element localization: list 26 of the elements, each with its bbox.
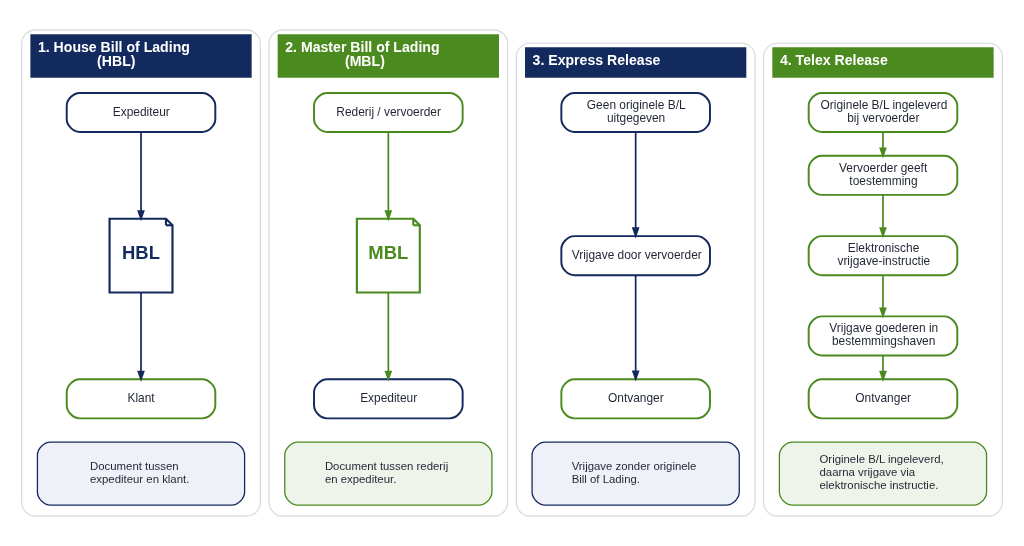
node-box: Originele B/L ingeleverd bij vervoerder: [807, 91, 959, 133]
node-box: Vrijgave door vervoerder: [560, 235, 711, 277]
node-box: Rederij / vervoerder: [313, 91, 464, 133]
arrow: [879, 274, 887, 319]
node-box: Document tussen expediteur en klant.: [36, 441, 246, 506]
node-box: Klant: [65, 378, 217, 420]
arrow: [879, 354, 887, 382]
arrow: [384, 291, 393, 382]
arrow: [384, 131, 393, 222]
arrow: [137, 291, 145, 382]
arrow: [137, 131, 145, 222]
arrow: [631, 274, 640, 382]
arrow: [879, 131, 887, 159]
node-box: Document tussen rederij en expediteur.: [284, 441, 493, 506]
node-box: Vrijgave zonder originele Bill of Lading.: [531, 441, 740, 506]
node-box: Geen originele B/L uitgegeven: [560, 91, 711, 133]
node-box: Elektronische vrijgave-instructie: [807, 235, 959, 277]
node-box: Expediteur: [313, 378, 464, 420]
node-box: Ontvanger: [807, 378, 959, 420]
arrow: [879, 194, 887, 239]
node-box: Originele B/L ingeleverd, daarna vrijgave via elektronische instructie.: [778, 441, 988, 506]
node-box: Vervoerder geeft toestemming: [807, 154, 959, 196]
node-box: Vrijgave goederen in bestemmingshaven: [807, 315, 959, 357]
arrow: [631, 131, 640, 239]
node-box: Expediteur: [65, 91, 217, 133]
node-box: Ontvanger: [560, 378, 711, 420]
